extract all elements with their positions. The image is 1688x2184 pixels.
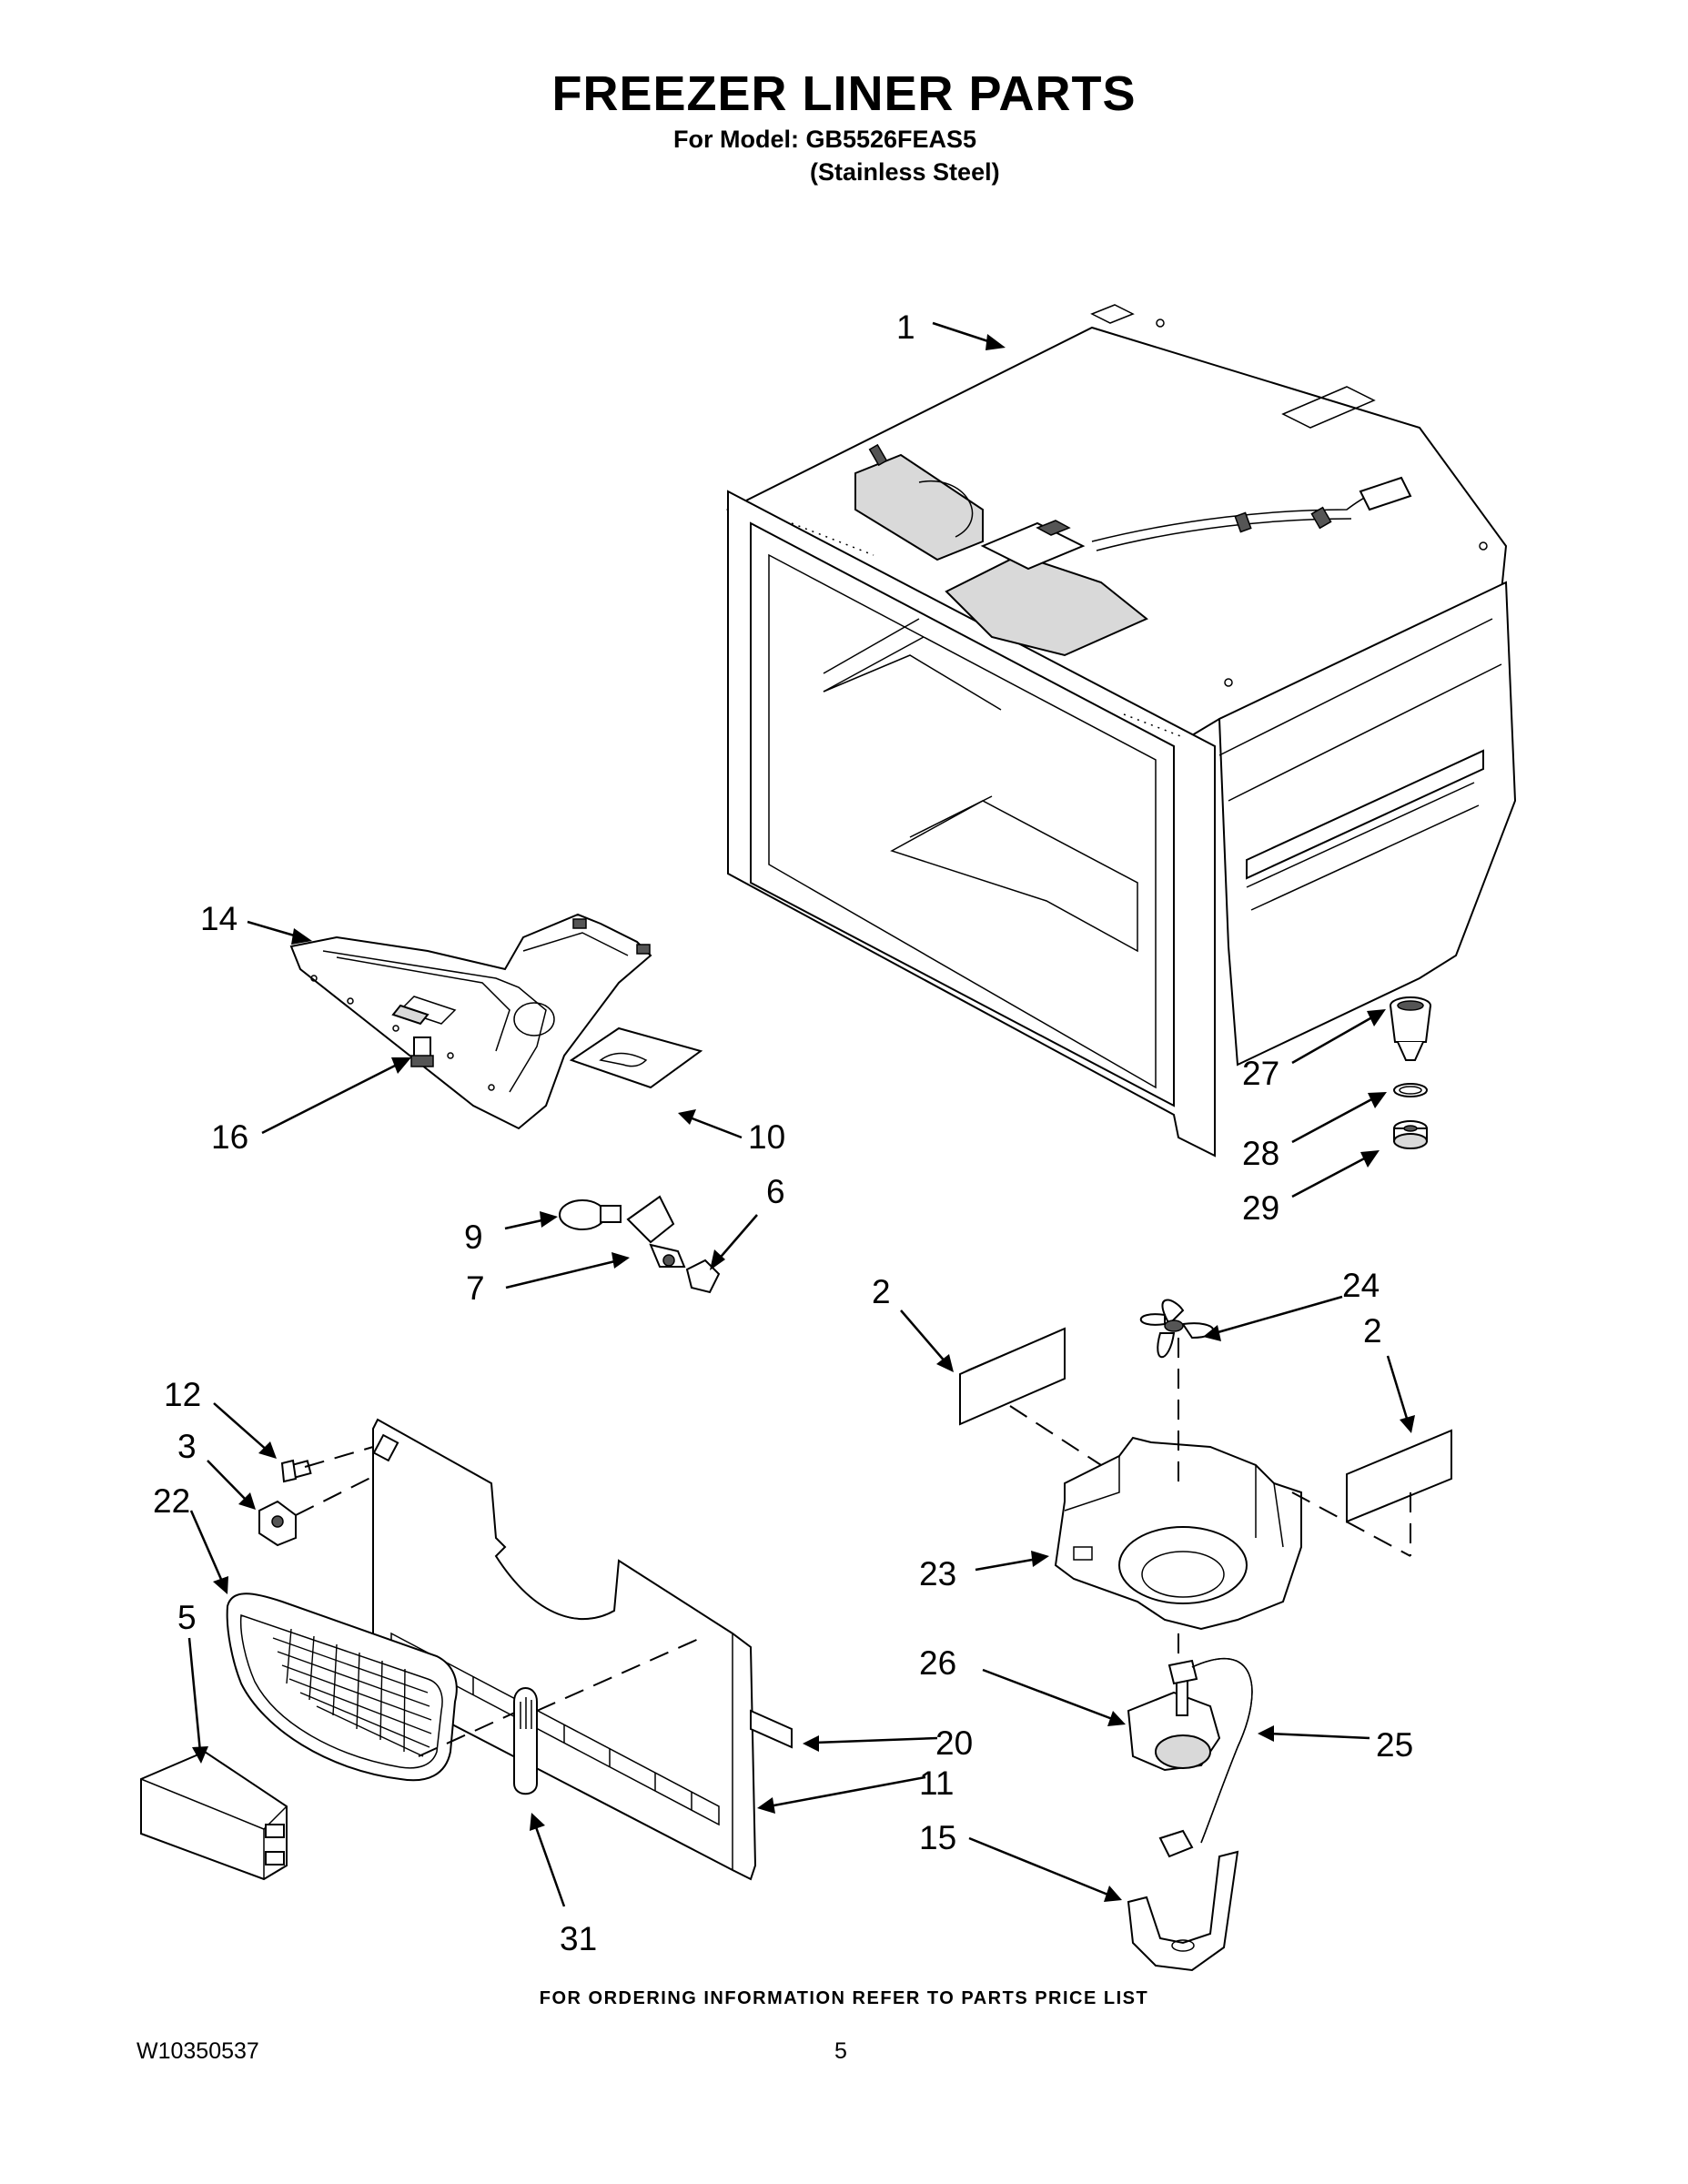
foam-block-left-part <box>959 1327 1066 1426</box>
model-line: For Model: GB5526FEAS5 <box>673 126 977 153</box>
insulation-film-part <box>569 1026 703 1089</box>
callout-22: 22 <box>153 1482 190 1520</box>
page-number: 5 <box>834 2038 847 2064</box>
drain-cup-part <box>1390 996 1431 1061</box>
callout-3: 3 <box>177 1428 197 1465</box>
callout-27: 27 <box>1242 1055 1279 1092</box>
rear-panel-part <box>372 1418 757 1881</box>
callout-9: 9 <box>464 1218 483 1256</box>
callout-23: 23 <box>919 1555 956 1592</box>
callout-6: 6 <box>766 1173 785 1210</box>
foam-strip-part <box>750 1709 793 1749</box>
light-housing-part <box>289 913 652 1130</box>
callout-1: 1 <box>896 308 915 346</box>
foam-block-right-part <box>1346 1429 1452 1523</box>
grille-part <box>226 1592 458 1782</box>
fan-harness-part <box>1158 1657 1253 1858</box>
ordering-note: FOR ORDERING INFORMATION REFER TO PARTS … <box>539 1988 1149 2008</box>
callout-16: 16 <box>211 1118 248 1156</box>
callout-31: 31 <box>560 1920 597 1957</box>
document-number: W10350537 <box>136 2038 259 2064</box>
callout-29: 29 <box>1242 1189 1279 1227</box>
callout-20: 20 <box>935 1724 973 1762</box>
screw-part <box>280 1459 312 1483</box>
callout-25: 25 <box>1376 1726 1413 1764</box>
fan-shroud-part <box>1054 1436 1302 1631</box>
callout-14: 14 <box>200 900 238 937</box>
callout-15: 15 <box>919 1819 956 1856</box>
page-title: FREEZER LINER PARTS <box>551 66 1137 121</box>
grommet-part <box>1393 1120 1428 1149</box>
callout-5: 5 <box>177 1599 197 1636</box>
motor-bracket-part <box>1127 1850 1239 1972</box>
callout-2-right: 2 <box>1363 1312 1382 1350</box>
callout-2-left: 2 <box>872 1273 891 1310</box>
o-ring-part <box>1393 1083 1428 1097</box>
fan-motor-part <box>1127 1659 1221 1772</box>
callout-24: 24 <box>1342 1267 1380 1304</box>
finish-line: (Stainless Steel) <box>810 158 1000 186</box>
light-bulb-part <box>559 1199 622 1230</box>
light-socket-part <box>626 1195 686 1268</box>
callout-11: 11 <box>919 1764 954 1802</box>
callout-7: 7 <box>466 1269 485 1307</box>
sensor-part <box>258 1500 297 1547</box>
callout-12: 12 <box>164 1376 201 1413</box>
thermistor-part <box>513 1687 538 1795</box>
callout-10: 10 <box>748 1118 785 1156</box>
callout-28: 28 <box>1242 1135 1279 1172</box>
cover-part <box>140 1750 288 1881</box>
fan-blade-part <box>1139 1299 1215 1359</box>
freezer-liner-part <box>725 304 1517 1158</box>
switch-part <box>410 1036 434 1067</box>
callout-26: 26 <box>919 1644 956 1682</box>
